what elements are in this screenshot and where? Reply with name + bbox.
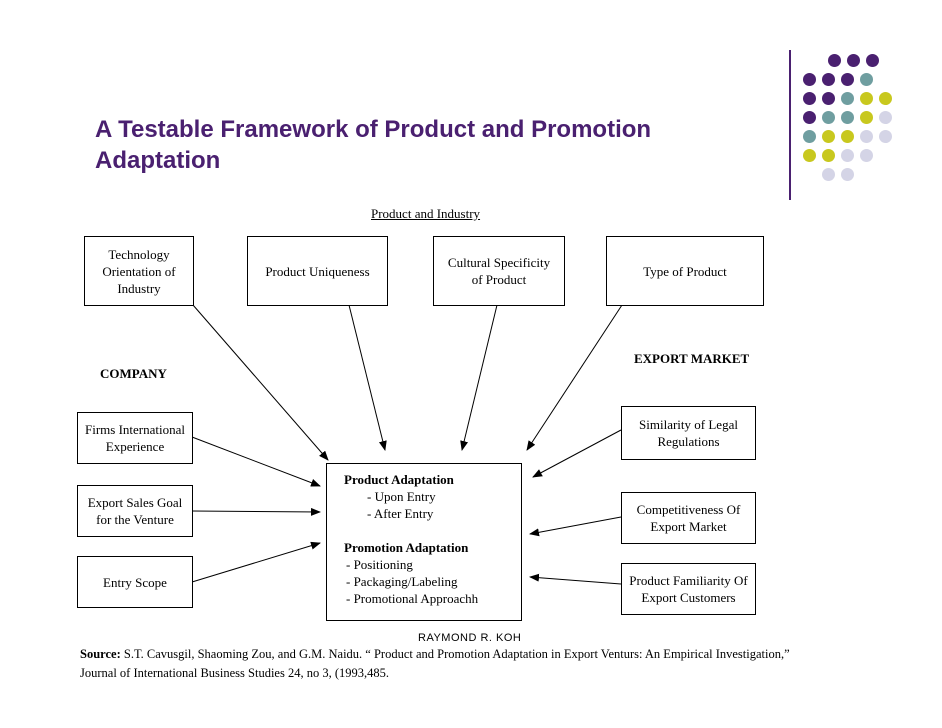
decorative-dot bbox=[822, 92, 835, 105]
decorative-dot bbox=[822, 73, 835, 86]
decorative-dot bbox=[841, 149, 854, 162]
promotion-adaptation-heading: Promotion Adaptation bbox=[344, 540, 469, 555]
arrow-entry-scope bbox=[191, 541, 321, 583]
slide-title-line-1: A Testable Framework of Product and Prom… bbox=[95, 116, 652, 143]
arrow-competitiveness bbox=[529, 516, 622, 537]
product-uniqueness-box: Product Uniqueness bbox=[247, 236, 388, 306]
slide-title: A Testable Framework of Product and Prom… bbox=[95, 114, 795, 176]
decorative-dot bbox=[803, 130, 816, 143]
decorative-divider bbox=[789, 50, 791, 200]
box-text-line: Orientation of bbox=[102, 263, 176, 279]
arrow-cultural bbox=[460, 304, 498, 451]
arrow-familiarity bbox=[529, 573, 622, 585]
decorative-dot bbox=[822, 111, 835, 124]
box-text-line: Product Familiarity Of bbox=[629, 573, 748, 588]
cultural-specificity-box: Cultural Specificity of Product bbox=[433, 236, 565, 306]
similarity-legal-regulations-box: Similarity of Legal Regulations bbox=[621, 406, 756, 460]
source-text-line-2: Journal of International Business Studie… bbox=[80, 666, 389, 680]
slide-title-line-2: Adaptation bbox=[95, 147, 221, 174]
decorative-dot bbox=[879, 92, 892, 105]
decorative-dot bbox=[860, 130, 873, 143]
box-text-line: Export Market bbox=[650, 519, 727, 534]
upon-entry-item: - Upon Entry bbox=[367, 489, 436, 504]
decorative-dot bbox=[866, 54, 879, 67]
box-text-line: Type of Product bbox=[643, 263, 727, 279]
box-text-line: Industry bbox=[117, 280, 161, 296]
decorative-dot bbox=[841, 168, 854, 181]
competitiveness-export-market-box: Competitiveness Of Export Market bbox=[621, 492, 756, 544]
box-text-line: Export Sales Goal bbox=[87, 495, 183, 510]
entry-scope-box: Entry Scope bbox=[77, 556, 193, 608]
decorative-dot bbox=[803, 149, 816, 162]
decorative-dot bbox=[860, 92, 873, 105]
box-text-line: Regulations bbox=[657, 434, 720, 449]
export-market-heading: EXPORT MARKET bbox=[634, 351, 750, 366]
box-text-line: Experience bbox=[105, 439, 165, 454]
arrow-legal bbox=[532, 429, 622, 478]
decorative-dot bbox=[841, 92, 854, 105]
box-text-line: Competitiveness Of bbox=[636, 502, 741, 517]
box-text-line: Firms International bbox=[84, 422, 185, 437]
box-text-line: Similarity of Legal bbox=[639, 417, 738, 432]
arrow-uniqueness bbox=[348, 304, 387, 451]
technology-orientation-box: Technology Orientation of Industry bbox=[84, 236, 194, 306]
export-sales-goal-box: Export Sales Goal for the Venture bbox=[77, 485, 193, 537]
arrow-firms bbox=[191, 436, 321, 487]
box-text-line: Cultural Specificity bbox=[447, 255, 551, 270]
box-text-line: of Product bbox=[471, 272, 527, 287]
source-label: Source: bbox=[80, 647, 121, 661]
decorative-dot bbox=[822, 149, 835, 162]
adaptation-center-box: Product Adaptation - Upon Entry - After … bbox=[326, 463, 522, 621]
source-citation: Source: S.T. Cavusgil, Shaoming Zou, and… bbox=[80, 645, 930, 683]
positioning-item: - Positioning bbox=[346, 557, 413, 572]
company-heading: COMPANY bbox=[100, 366, 167, 381]
decorative-dot bbox=[822, 168, 835, 181]
product-adaptation-heading: Product Adaptation bbox=[344, 472, 454, 487]
box-text-line: Technology bbox=[108, 246, 170, 262]
decorative-dot bbox=[879, 111, 892, 124]
box-text-line: for the Venture bbox=[96, 512, 174, 527]
decorative-dot bbox=[841, 130, 854, 143]
decorative-dot bbox=[860, 149, 873, 162]
promotional-approach-item: - Promotional Approachh bbox=[346, 591, 479, 606]
product-familiarity-box: Product Familiarity Of Export Customers bbox=[621, 563, 756, 615]
product-industry-heading: Product and Industry bbox=[371, 206, 481, 221]
author-name: RAYMOND R. KOH bbox=[418, 632, 522, 644]
decorative-dot bbox=[847, 54, 860, 67]
decorative-dot bbox=[803, 111, 816, 124]
decorative-dot bbox=[841, 111, 854, 124]
arrow-export-sales bbox=[191, 507, 321, 516]
decorative-dot bbox=[879, 130, 892, 143]
decorative-dot bbox=[828, 54, 841, 67]
decorative-dot bbox=[860, 111, 873, 124]
box-text-line: Export Customers bbox=[641, 590, 736, 605]
arrow-type bbox=[526, 304, 623, 451]
after-entry-item: - After Entry bbox=[367, 506, 434, 521]
arrow-technology bbox=[192, 304, 329, 461]
decorative-dot bbox=[841, 73, 854, 86]
decorative-dot bbox=[803, 92, 816, 105]
decorative-dot bbox=[860, 73, 873, 86]
packaging-item: - Packaging/Labeling bbox=[346, 574, 458, 589]
source-text: S.T. Cavusgil, Shaoming Zou, and G.M. Na… bbox=[120, 647, 790, 661]
decorative-dot bbox=[803, 73, 816, 86]
decorative-dot bbox=[822, 130, 835, 143]
firms-international-experience-box: Firms International Experience bbox=[77, 412, 193, 464]
type-of-product-box: Type of Product bbox=[606, 236, 764, 306]
box-text-line: Product Uniqueness bbox=[265, 263, 370, 279]
box-text-line: Entry Scope bbox=[103, 574, 167, 590]
